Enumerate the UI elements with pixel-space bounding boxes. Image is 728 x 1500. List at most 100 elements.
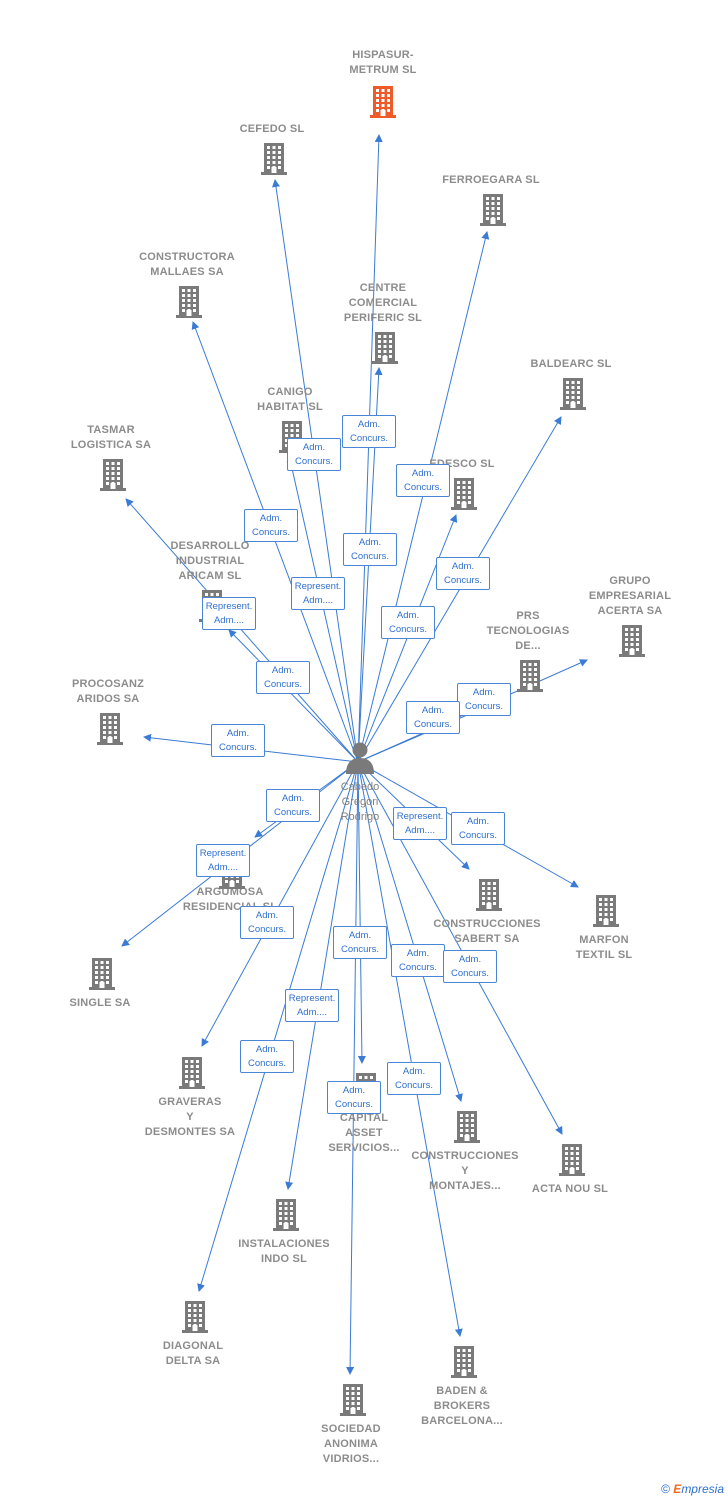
edge-ferroegara: [357, 231, 490, 763]
relation-label[interactable]: Adm. Concurs.: [342, 415, 396, 448]
building-icon[interactable]: [261, 143, 287, 180]
company-name: MARFON TEXTIL SL: [575, 934, 633, 961]
relation-label[interactable]: Adm. Concurs.: [391, 944, 445, 977]
company-name: CENTRE COMERCIAL PERIFERIC SL: [343, 282, 423, 324]
company-label-montajes[interactable]: CONSTRUCCIONES Y MONTAJES...: [400, 1149, 530, 1194]
building-icon[interactable]: [370, 86, 396, 123]
company-name: CONSTRUCCIONES SABERT SA: [433, 918, 541, 945]
company-label-prs[interactable]: PRS TECNOLOGIAS DE...: [463, 609, 593, 654]
company-label-cefedo[interactable]: CEFEDO SL: [207, 122, 337, 137]
company-label-periferic[interactable]: CENTRE COMERCIAL PERIFERIC SL: [318, 281, 448, 326]
relation-label[interactable]: Adm. Concurs.: [244, 509, 298, 542]
company-name: SINGLE SA: [69, 997, 131, 1009]
relation-label[interactable]: Adm. Concurs.: [387, 1062, 441, 1095]
relation-label[interactable]: Adm. Concurs.: [436, 557, 490, 590]
building-icon[interactable]: [619, 625, 645, 662]
company-label-mallaes[interactable]: CONSTRUCTORA MALLAES SA: [122, 250, 252, 280]
relation-label[interactable]: Represent. Adm....: [285, 989, 339, 1022]
company-name: PRS TECNOLOGIAS DE...: [486, 610, 570, 652]
copyright-symbol: ©: [661, 1482, 670, 1496]
building-icon[interactable]: [480, 194, 506, 231]
company-label-marfon[interactable]: MARFON TEXTIL SL: [539, 933, 669, 963]
edge-mallaes: [191, 321, 359, 763]
building-icon[interactable]: [559, 1144, 585, 1181]
company-name: CEFEDO SL: [239, 123, 305, 135]
company-label-diagonal[interactable]: DIAGONAL DELTA SA: [128, 1339, 258, 1369]
relation-label[interactable]: Represent. Adm....: [291, 577, 345, 610]
company-label-baden[interactable]: BADEN & BROKERS BARCELONA...: [397, 1384, 527, 1429]
company-name: HISPASUR- METRUM SL: [349, 49, 417, 76]
company-label-graveras[interactable]: GRAVERAS Y DESMONTES SA: [125, 1095, 255, 1140]
company-label-acerta[interactable]: GRUPO EMPRESARIAL ACERTA SA: [565, 574, 695, 619]
edge-hispasur: [357, 134, 383, 763]
building-icon[interactable]: [273, 1199, 299, 1236]
relation-label[interactable]: Adm. Concurs.: [396, 464, 450, 497]
company-label-baldearc[interactable]: BALDEARC SL: [506, 357, 636, 372]
relation-label[interactable]: Adm. Concurs.: [333, 926, 387, 959]
company-name: ACTA NOU SL: [531, 1183, 609, 1195]
relation-label[interactable]: Adm. Concurs.: [443, 950, 497, 983]
edge-tasmar: [125, 498, 359, 763]
building-icon[interactable]: [454, 1111, 480, 1148]
building-icon[interactable]: [340, 1384, 366, 1421]
relation-label[interactable]: Adm. Concurs.: [240, 906, 294, 939]
company-name: GRAVERAS Y DESMONTES SA: [144, 1096, 236, 1138]
relation-label[interactable]: Adm. Concurs.: [457, 683, 511, 716]
edge-aricam: [228, 629, 359, 763]
center-person-name: Cabedo Gregori Rodrigo: [340, 781, 380, 823]
company-label-procosanz[interactable]: PROCOSANZ ARIDOS SA: [43, 677, 173, 707]
building-icon[interactable]: [593, 895, 619, 932]
brand-logo-text: mpresia: [681, 1482, 724, 1496]
company-name: GRUPO EMPRESARIAL ACERTA SA: [588, 575, 672, 617]
footer-brand: © Empresia: [661, 1482, 724, 1496]
building-icon[interactable]: [451, 478, 477, 515]
relation-label[interactable]: Adm. Concurs.: [406, 701, 460, 734]
company-name: INSTALACIONES INDO SL: [238, 1238, 330, 1265]
building-icon[interactable]: [476, 879, 502, 916]
company-label-capital[interactable]: CAPITAL ASSET SERVICIOS...: [299, 1111, 429, 1156]
relation-label[interactable]: Adm. Concurs.: [381, 606, 435, 639]
company-label-single[interactable]: SINGLE SA: [35, 996, 165, 1011]
company-label-actanou[interactable]: ACTA NOU SL: [505, 1182, 635, 1197]
building-icon[interactable]: [372, 332, 398, 369]
company-name: BADEN & BROKERS BARCELONA...: [421, 1385, 503, 1427]
building-icon[interactable]: [451, 1346, 477, 1383]
building-icon[interactable]: [560, 378, 586, 415]
company-name: FERROEGARA SL: [442, 174, 540, 186]
company-name: DIAGONAL DELTA SA: [162, 1340, 224, 1367]
building-icon[interactable]: [182, 1301, 208, 1338]
edge-graveras: [201, 761, 359, 1047]
relation-label[interactable]: Adm. Concurs.: [287, 438, 341, 471]
company-name: CONSTRUCTORA MALLAES SA: [139, 251, 235, 278]
company-label-ferroegara[interactable]: FERROEGARA SL: [426, 173, 556, 188]
edge-capital: [357, 761, 366, 1064]
relation-label[interactable]: Adm. Concurs.: [343, 533, 397, 566]
relation-label[interactable]: Adm. Concurs.: [240, 1040, 294, 1073]
relation-label[interactable]: Represent. Adm....: [393, 807, 447, 840]
company-name: PROCOSANZ ARIDOS SA: [71, 678, 145, 705]
relation-label[interactable]: Adm. Concurs.: [211, 724, 265, 757]
building-icon[interactable]: [100, 459, 126, 496]
relation-label[interactable]: Adm. Concurs.: [451, 812, 505, 845]
company-label-indo[interactable]: INSTALACIONES INDO SL: [219, 1237, 349, 1267]
company-label-tasmar[interactable]: TASMAR LOGISTICA SA: [46, 423, 176, 453]
company-label-sabert[interactable]: CONSTRUCCIONES SABERT SA: [422, 917, 552, 947]
building-icon[interactable]: [97, 713, 123, 750]
building-icon[interactable]: [517, 660, 543, 697]
relation-label[interactable]: Represent. Adm....: [202, 597, 256, 630]
company-label-vidrios[interactable]: SOCIEDAD ANONIMA VIDRIOS...: [286, 1422, 416, 1467]
relation-label[interactable]: Represent. Adm....: [196, 844, 250, 877]
center-person[interactable]: Cabedo Gregori Rodrigo: [340, 740, 380, 823]
relation-label[interactable]: Adm. Concurs.: [266, 789, 320, 822]
company-name: TASMAR LOGISTICA SA: [70, 424, 152, 451]
company-name: CAPITAL ASSET SERVICIOS...: [328, 1112, 400, 1154]
edge-actanou: [357, 761, 563, 1135]
relation-label[interactable]: Adm. Concurs.: [256, 661, 310, 694]
company-label-canigo[interactable]: CANIGO HABITAT SL: [225, 385, 355, 415]
building-icon[interactable]: [89, 958, 115, 995]
building-icon[interactable]: [179, 1057, 205, 1094]
company-label-aricam[interactable]: DESARROLLO INDUSTRIAL ARICAM SL: [145, 539, 275, 584]
building-icon[interactable]: [176, 286, 202, 323]
relation-label[interactable]: Adm. Concurs.: [327, 1081, 381, 1114]
company-label-hispasur[interactable]: HISPASUR- METRUM SL: [318, 48, 448, 78]
